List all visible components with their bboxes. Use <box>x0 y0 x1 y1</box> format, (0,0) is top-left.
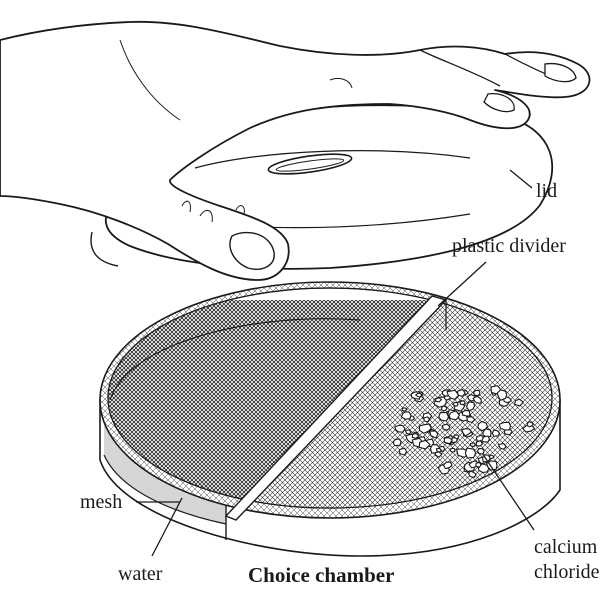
granule <box>424 417 429 422</box>
label-water: water <box>118 563 163 584</box>
granule <box>467 402 475 411</box>
granule <box>460 401 465 405</box>
granule <box>405 430 411 434</box>
granule <box>478 422 487 431</box>
label-mesh: mesh <box>80 491 122 513</box>
granule <box>439 413 449 421</box>
figure-title: Choice chamber <box>248 563 394 584</box>
label-lid: lid <box>536 180 557 202</box>
granule <box>436 398 442 402</box>
granule <box>462 410 470 416</box>
granule <box>474 390 480 395</box>
granule <box>470 443 475 446</box>
granule <box>476 441 482 446</box>
granule <box>478 449 485 455</box>
granule <box>400 448 407 455</box>
granule <box>465 448 475 458</box>
granule <box>402 408 407 411</box>
granule <box>499 422 510 430</box>
label-calcium: calcium <box>534 536 598 558</box>
granule <box>437 449 442 453</box>
label-chloride: chloride <box>534 561 600 583</box>
granule <box>393 439 401 446</box>
granule <box>492 430 499 436</box>
label-plastic-divider: plastic divider <box>452 235 566 257</box>
granule <box>450 449 455 453</box>
